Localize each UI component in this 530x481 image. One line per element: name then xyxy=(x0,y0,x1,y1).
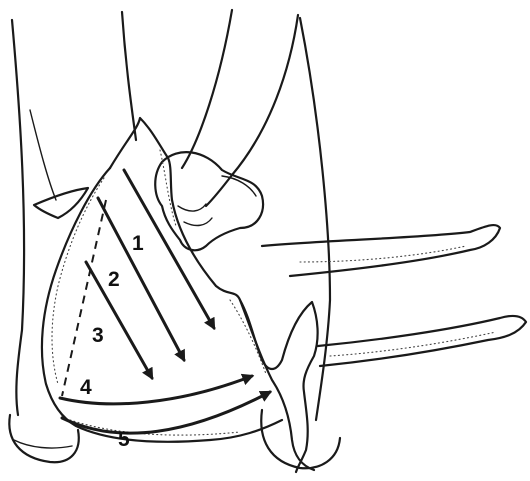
finger-line-1 xyxy=(178,204,206,211)
lamb-lower-leg xyxy=(318,316,526,366)
right-arm-outer-outline xyxy=(206,15,298,206)
hind-leg-texture xyxy=(230,300,266,374)
right-leg-outline xyxy=(300,18,330,420)
step-label-4: 4 xyxy=(80,376,92,399)
step-label-5: 5 xyxy=(118,428,130,451)
step-label-2: 2 xyxy=(108,268,120,291)
lamb-figure xyxy=(34,118,526,472)
left-arm-outline xyxy=(122,12,136,140)
upper-leg-texture xyxy=(300,246,466,262)
lamb-body-outline xyxy=(110,118,318,472)
lamb-upper-leg xyxy=(262,225,500,276)
left-leg-outline xyxy=(12,20,24,415)
finger-line-2 xyxy=(184,218,212,225)
step-label-3: 3 xyxy=(92,324,104,347)
left-shoe-sole xyxy=(14,440,72,448)
left-thigh-shading xyxy=(30,110,56,200)
wrist-line xyxy=(222,176,256,196)
right-arm-outline xyxy=(182,10,232,168)
dashed-guide-line xyxy=(62,200,106,396)
step-label-1: 1 xyxy=(132,232,144,255)
